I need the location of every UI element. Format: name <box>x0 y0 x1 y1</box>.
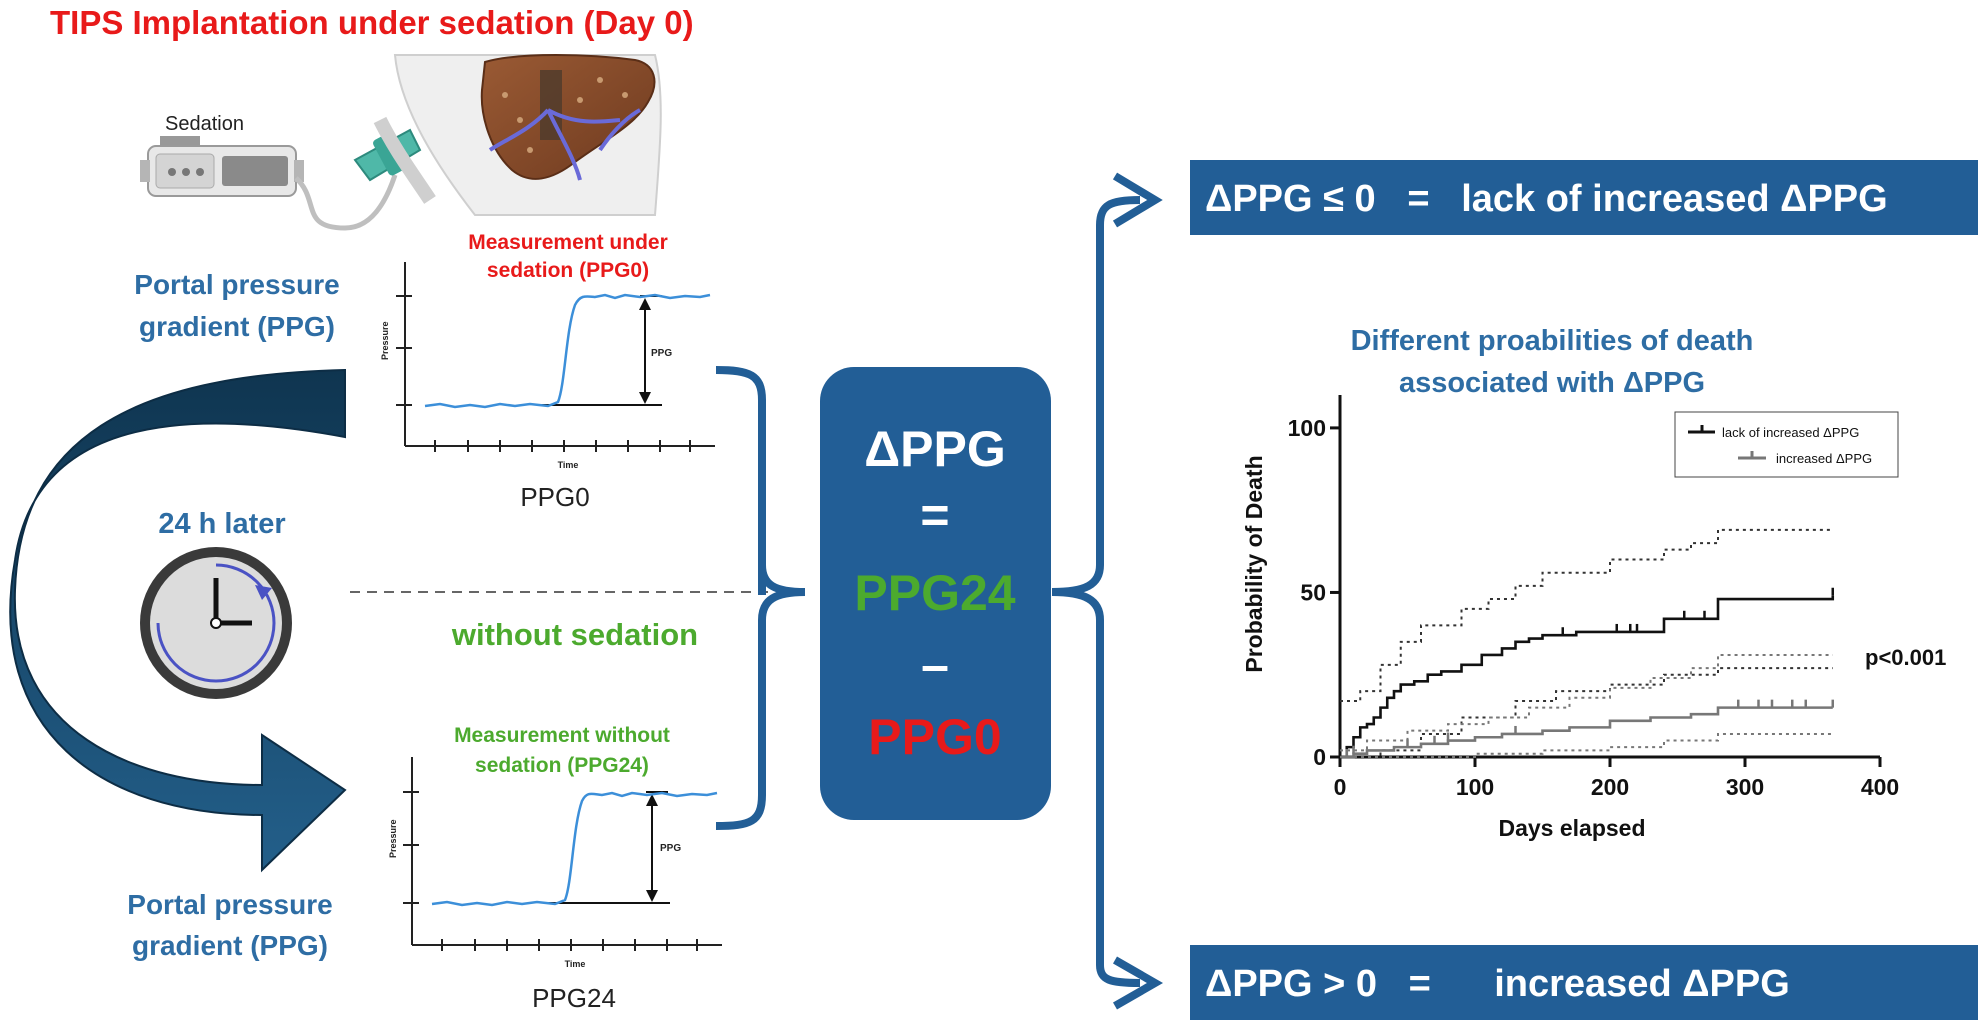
increased-box <box>1190 945 1978 1020</box>
formula-box <box>820 367 1051 820</box>
series-line-0 <box>1340 595 1835 759</box>
formula-minus: – <box>921 637 949 693</box>
series-line-1 <box>1340 528 1833 703</box>
top-caption-line1: Measurement under <box>468 231 668 254</box>
top-side-label-line1: Portal pressure <box>134 269 339 300</box>
top-side-label-line2: gradient (PPG) <box>139 311 335 342</box>
formula-term1: PPG24 <box>854 565 1015 621</box>
y-tick-label: 0 <box>1313 744 1326 770</box>
top-pressure-plot: Measurement under sedation (PPG0) Pressu… <box>380 231 715 512</box>
bottom-side-label-line2: gradient (PPG) <box>132 930 328 961</box>
bottom-y-axis-label: Pressure <box>388 819 398 858</box>
series-line-2 <box>1340 667 1833 758</box>
lack-box <box>1190 160 1978 235</box>
formula-equals: = <box>920 487 949 543</box>
interval-label: 24 h later <box>158 508 285 540</box>
y-tick-label: 50 <box>1300 579 1326 605</box>
survival-title-line1: Different proabilities of death <box>1351 325 1754 357</box>
legend-label-increased: increased ΔPPG <box>1776 451 1872 466</box>
arrow-to-increased-icon <box>1113 956 1164 1010</box>
survival-title-line2: associated with ΔPPG <box>1399 367 1705 399</box>
formula-lhs: ΔPPG <box>864 421 1006 477</box>
sedation-label: Sedation <box>165 113 244 135</box>
bottom-plot-label: PPG24 <box>532 983 616 1013</box>
top-caption-line2: sedation (PPG0) <box>487 259 649 282</box>
top-x-axis-label: Time <box>558 460 579 470</box>
curved-arrow-icon <box>9 368 347 873</box>
bottom-x-axis-label: Time <box>565 959 586 969</box>
x-tick-label: 100 <box>1456 774 1494 800</box>
x-tick-label: 200 <box>1591 774 1629 800</box>
legend-label-lack: lack of increased ΔPPG <box>1722 425 1859 440</box>
chart-x-axis-label: Days elapsed <box>1498 815 1645 841</box>
chart-legend: lack of increased ΔPPG increased ΔPPG <box>1674 411 1899 478</box>
increased-box-text: ΔPPG > 0 = increased ΔPPG <box>1205 963 1790 1005</box>
bottom-caption-line1: Measurement without <box>454 724 670 747</box>
bottom-caption-line2: sedation (PPG24) <box>475 754 649 777</box>
top-gradient-label: PPG <box>651 348 672 359</box>
top-y-axis-label: Pressure <box>380 321 390 360</box>
x-tick-label: 300 <box>1726 774 1764 800</box>
header-title: TIPS Implantation under sedation (Day 0) <box>50 4 694 41</box>
x-tick-label: 400 <box>1861 774 1899 800</box>
infusion-tube <box>294 174 398 231</box>
illustration: Sedation <box>140 54 662 231</box>
series-line-4 <box>1340 653 1833 752</box>
p-value-label: p<0.001 <box>1865 645 1946 670</box>
series-line-5 <box>1340 732 1833 758</box>
infusion-pump-icon <box>140 136 304 197</box>
bottom-gradient-label: PPG <box>660 843 681 854</box>
series-line-3 <box>1340 706 1833 759</box>
y-tick-label: 100 <box>1288 415 1326 441</box>
x-tick-label: 0 <box>1334 774 1347 800</box>
bottom-side-label-line1: Portal pressure <box>127 889 332 920</box>
survival-chart: 0 100 200 300 400 0 50 100 Days elapsed Probabi… <box>1241 395 1946 841</box>
formula-term2: PPG0 <box>868 709 1001 765</box>
liver-icon <box>480 54 656 181</box>
chart-y-axis-label: Probability of Death <box>1241 455 1267 672</box>
clock-icon <box>140 547 292 699</box>
bottom-pressure-plot: Measurement without sedation (PPG24) Pre… <box>388 724 722 1013</box>
lack-box-text: ΔPPG ≤ 0 = lack of increased ΔPPG <box>1205 178 1888 220</box>
converging-bracket <box>715 366 806 830</box>
sedation-state-label: without sedation <box>451 617 698 652</box>
diverging-bracket <box>1051 196 1141 987</box>
arrow-to-lack-icon <box>1112 172 1163 228</box>
top-plot-label: PPG0 <box>520 482 589 512</box>
